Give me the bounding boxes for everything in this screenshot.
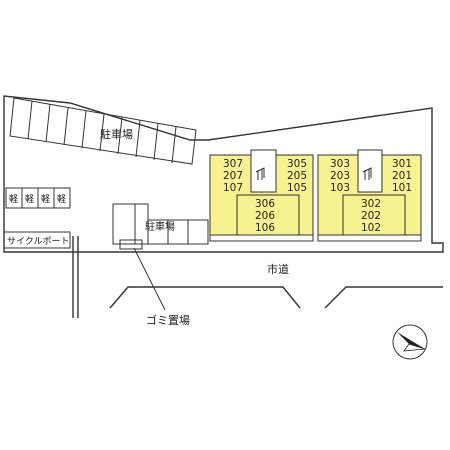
kei-spot-3: 軽	[41, 194, 50, 205]
stairs-icon	[357, 149, 383, 193]
units-right-lower: 302 202 102	[361, 198, 381, 234]
units-left-a: 307 207 107	[223, 158, 243, 194]
unit-102: 102	[361, 222, 381, 234]
kei-spot-4: 軽	[57, 194, 66, 205]
kei-parking: 軽 軽 軽 軽	[5, 187, 71, 209]
garbage-label: ゴミ置場	[146, 313, 190, 327]
units-left-b: 305 205 105	[287, 158, 307, 194]
unit-305: 305	[287, 158, 307, 170]
unit-207: 207	[223, 170, 243, 182]
unit-106: 106	[255, 222, 275, 234]
parking-mid-area	[112, 203, 209, 250]
unit-306: 306	[255, 198, 275, 210]
kei-spot-1: 軽	[9, 194, 18, 205]
unit-302: 302	[361, 198, 381, 210]
unit-303: 303	[330, 158, 350, 170]
unit-307: 307	[223, 158, 243, 170]
units-left-lower: 306 206 106	[255, 198, 275, 234]
unit-105: 105	[287, 182, 307, 194]
unit-103: 103	[330, 182, 350, 194]
unit-205: 205	[287, 170, 307, 182]
road-edges	[72, 236, 443, 318]
unit-206: 206	[255, 210, 275, 222]
unit-301: 301	[392, 158, 412, 170]
parking-top-label: 駐車場	[100, 127, 133, 141]
unit-107: 107	[223, 182, 243, 194]
parking-mid-label: 駐車場	[145, 220, 175, 233]
street-label: 市道	[267, 262, 289, 276]
unit-202: 202	[361, 210, 381, 222]
units-right-b: 301 201 101	[392, 158, 412, 194]
building-right	[317, 149, 422, 242]
cycle-port-label: サイクルポート	[7, 236, 70, 247]
kei-spot-2: 軽	[25, 194, 34, 205]
garbage-leader-line	[133, 247, 166, 311]
unit-203: 203	[330, 170, 350, 182]
building-left	[209, 149, 314, 242]
cycle-port	[3, 231, 71, 249]
parking-top-area	[9, 97, 197, 165]
units-right-a: 303 203 103	[330, 158, 350, 194]
site-boundary	[3, 95, 444, 253]
unit-101: 101	[392, 182, 412, 194]
unit-201: 201	[392, 170, 412, 182]
north-compass-icon	[392, 324, 428, 360]
